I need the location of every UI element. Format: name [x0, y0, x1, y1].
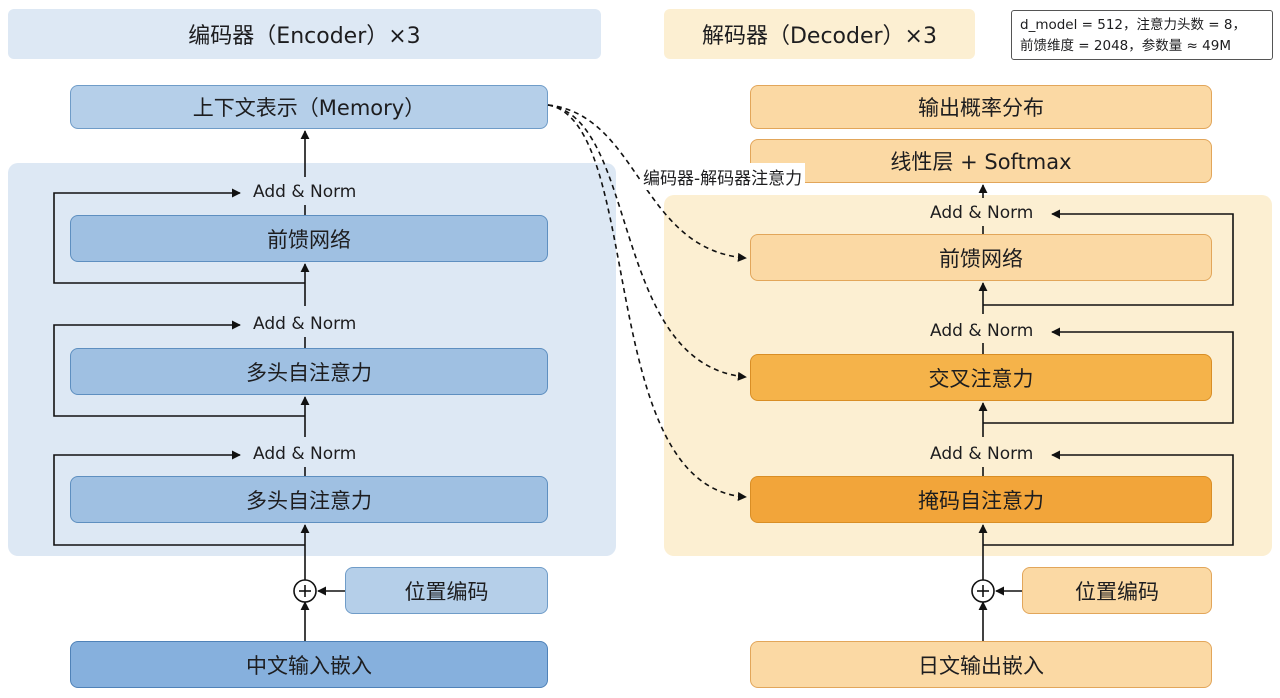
cross-arrow-to-masked-attn: [547, 104, 747, 501]
cross-arrow-to-cross-attn: [547, 104, 747, 381]
encoder-pos-enc-box: 位置编码: [345, 567, 548, 614]
enc-residual-loop-2: [53, 320, 305, 417]
dec-residual-loop-2: [983, 327, 1234, 424]
enc-residual-loop-1: [53, 188, 305, 284]
hyperparameter-note: d_model = 512，注意力头数 = 8， 前馈维度 = 2048，参数量…: [1011, 10, 1273, 60]
decoder-masked-attn-box: 掩码自注意力: [750, 476, 1212, 523]
decoder-output-prob-box: 输出概率分布: [750, 85, 1212, 129]
cross-attention-label: 编码器-解码器注意力: [640, 163, 806, 190]
decoder-title: 解码器（Decoder）×3: [664, 9, 975, 59]
encoder-self-attn-bottom-box: 多头自注意力: [70, 476, 548, 523]
note-line-2: 前馈维度 = 2048，参数量 ≈ 49M: [1020, 38, 1231, 54]
decoder-ffn-box: 前馈网络: [750, 234, 1212, 281]
encoder-addnorm-label-1: Add & Norm: [253, 182, 357, 202]
decoder-addnorm-label-1: Add & Norm: [930, 203, 1034, 223]
encoder-addnorm-label-2: Add & Norm: [253, 314, 357, 334]
encoder-input-box: 中文输入嵌入: [70, 641, 548, 688]
decoder-addnorm-label-2: Add & Norm: [930, 321, 1034, 341]
encoder-addnorm-label-3: Add & Norm: [253, 444, 357, 464]
note-line-1: d_model = 512，注意力头数 = 8，: [1020, 17, 1246, 33]
decoder-linear-softmax-box: 线性层 + Softmax: [750, 139, 1212, 183]
decoder-pos-enc-box: 位置编码: [1022, 567, 1212, 614]
encoder-memory-box: 上下文表示（Memory）: [70, 85, 548, 129]
decoder-input-box: 日文输出嵌入: [750, 641, 1212, 688]
dec-residual-loop-1: [983, 209, 1234, 306]
enc-residual-loop-3: [53, 450, 305, 546]
encoder-self-attn-top-box: 多头自注意力: [70, 348, 548, 395]
decoder-cross-attn-box: 交叉注意力: [750, 354, 1212, 401]
dec-residual-loop-3: [983, 450, 1234, 546]
encoder-ffn-box: 前馈网络: [70, 215, 548, 262]
encoder-title: 编码器（Encoder）×3: [8, 9, 601, 59]
decoder-addnorm-label-3: Add & Norm: [930, 444, 1034, 464]
